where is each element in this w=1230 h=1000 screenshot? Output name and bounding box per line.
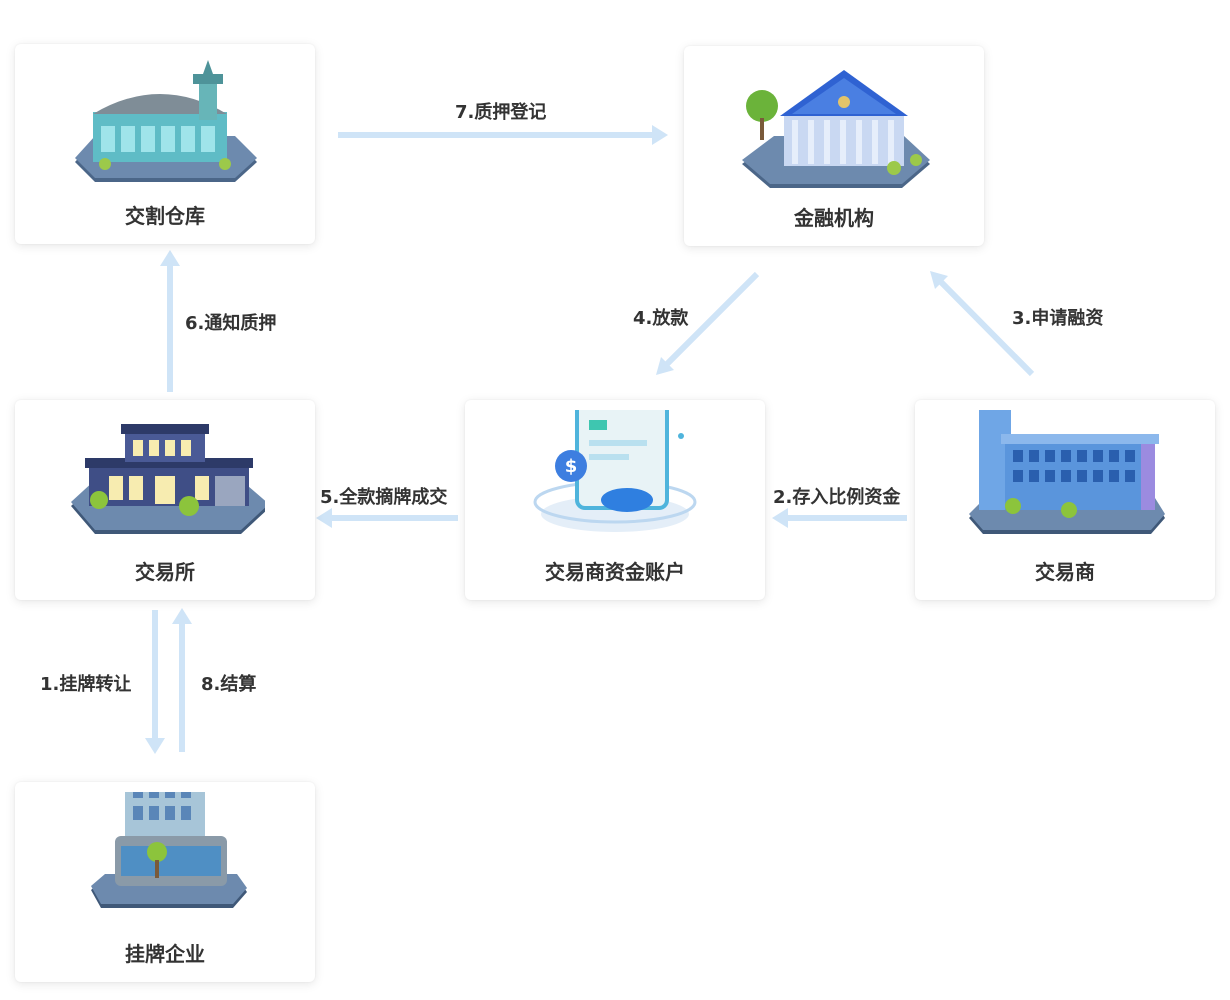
trader-illustration (969, 410, 1165, 534)
step-5-label: 5.全款摘牌成交 (320, 487, 448, 508)
arrow-loan (664, 271, 760, 367)
svg-text:$: $ (565, 456, 578, 477)
enterprise-label: 挂牌企业 (125, 942, 205, 966)
step-4-label: 4.放款 (633, 308, 689, 329)
node-bank[interactable]: 金融机构 (684, 46, 984, 246)
exchange-illustration (71, 424, 265, 534)
node-warehouse[interactable]: 交割仓库 (15, 44, 315, 244)
node-exchange[interactable]: 交易所 (15, 400, 315, 600)
enterprise-illustration (91, 792, 247, 908)
bank-label: 金融机构 (794, 206, 874, 230)
step-3-label: 3.申请融资 (1012, 308, 1104, 329)
trader-label: 交易商 (1035, 560, 1095, 584)
arrow-apply-financing (938, 279, 1035, 377)
node-listed-enterprise[interactable]: 挂牌企业 (15, 782, 315, 982)
step-1-label: 1.挂牌转让 (40, 674, 132, 695)
node-trader-account[interactable]: $ 交易商资金账户 (465, 400, 765, 600)
exchange-label: 交易所 (135, 560, 195, 584)
step-7-label: 7.质押登记 (455, 102, 547, 123)
warehouse-label: 交割仓库 (125, 204, 205, 228)
warehouse-illustration (75, 60, 257, 182)
account-illustration: $ (533, 410, 697, 532)
step-8-label: 8.结算 (201, 674, 257, 695)
node-trader[interactable]: 交易商 (915, 400, 1215, 600)
bank-illustration (742, 70, 930, 188)
step-2-label: 2.存入比例资金 (773, 487, 901, 508)
account-label: 交易商资金账户 (545, 560, 685, 584)
step-6-label: 6.通知质押 (185, 313, 277, 334)
